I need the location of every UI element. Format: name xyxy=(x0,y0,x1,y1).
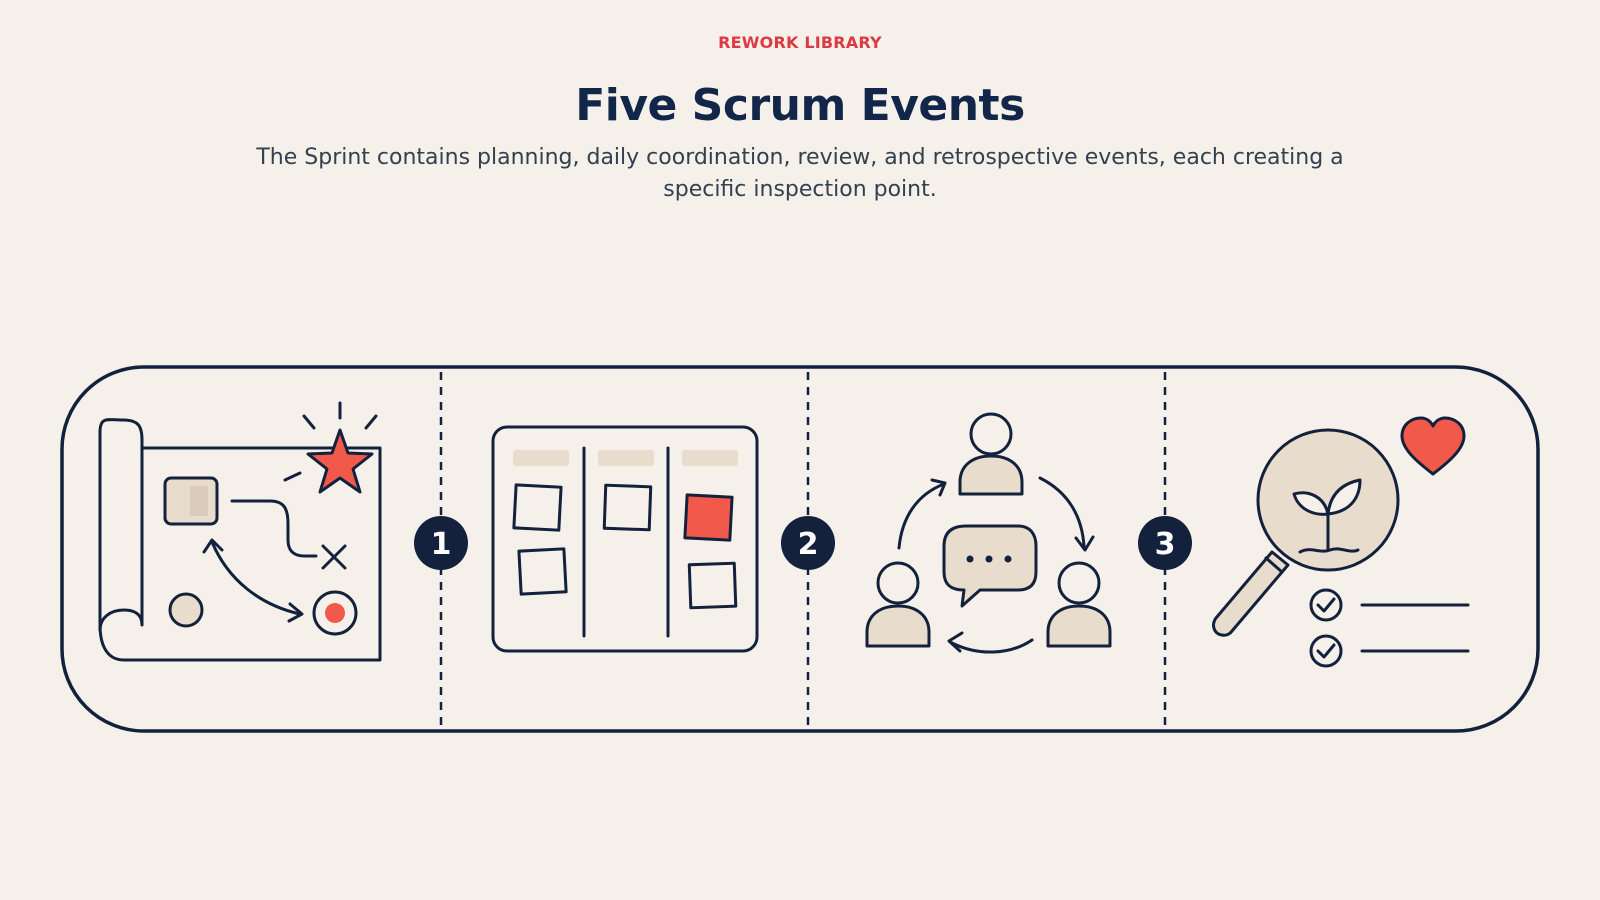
magnifier-growth-review-icon xyxy=(1212,416,1470,668)
step-badge-3: 3 xyxy=(1138,516,1192,570)
page-subtitle: The Sprint contains planning, daily coor… xyxy=(256,145,1344,202)
task-board-icon xyxy=(491,425,759,653)
diagram-frame xyxy=(60,365,1540,733)
step-badge-1: 1 xyxy=(414,516,468,570)
step-number-2: 2 xyxy=(798,527,819,562)
roadmap-plan-icon xyxy=(98,401,382,662)
team-conversation-cycle-icon xyxy=(865,412,1112,654)
step-number-3: 3 xyxy=(1155,527,1176,562)
eyebrow-label: REWORK LIBRARY xyxy=(718,33,882,52)
step-number-1: 1 xyxy=(431,527,452,562)
step-badge-2: 2 xyxy=(781,516,835,570)
page-title: Five Scrum Events xyxy=(575,80,1025,131)
